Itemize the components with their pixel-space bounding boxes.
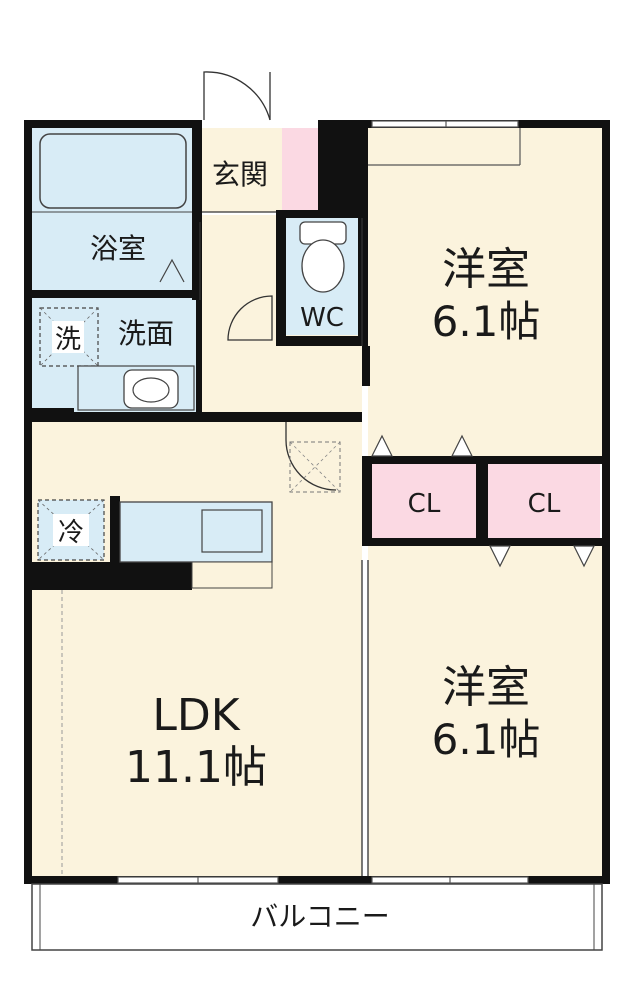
- closet-door-mark: [451, 434, 473, 457]
- storage-hatch: [289, 441, 341, 493]
- balcony-label: バルコニー: [250, 900, 389, 933]
- washer-space-label: 洗: [55, 325, 81, 355]
- kitchen-sink: [201, 509, 263, 553]
- walls: [24, 120, 610, 884]
- closet-1-floor: [372, 462, 476, 540]
- ldk-size: 11.1帖: [125, 742, 267, 793]
- closet-1-label: CL: [408, 489, 441, 519]
- doors: [199, 71, 369, 876]
- closet-2-floor: [488, 462, 600, 540]
- entrance-step: [282, 128, 318, 212]
- fixtures: [32, 133, 595, 876]
- bath-label: 浴室: [90, 232, 146, 265]
- washroom-label: 洗面: [118, 317, 174, 350]
- western-room-2-floor: [368, 546, 602, 876]
- balcony: [31, 883, 603, 951]
- ldk-floor: [32, 420, 362, 876]
- western-room-1-name: 洋室: [442, 244, 530, 295]
- labels: 浴室 玄関 WC 洗面 洗 冷 洋室 6.1帖 CL CL 洋室 6.1帖 LD…: [55, 158, 561, 933]
- entrance-label: 玄関: [212, 158, 268, 191]
- bathtub: [39, 133, 187, 209]
- fridge-space-label: 冷: [58, 518, 84, 548]
- closet-door-mark: [573, 545, 595, 568]
- closet-door-mark: [371, 434, 393, 457]
- ldk-name: LDK: [152, 690, 240, 741]
- wc-label: WC: [300, 303, 344, 333]
- ldk-door-swing: [285, 422, 337, 491]
- western-room-2-name: 洋室: [442, 662, 530, 713]
- hall-door-swing: [227, 295, 273, 341]
- window-western-room-1: [371, 120, 519, 128]
- entrance-floor: [202, 128, 282, 212]
- bath-vent: [159, 258, 185, 283]
- closet-door-mark: [489, 545, 511, 568]
- toilet-bowl: [301, 239, 345, 293]
- windows: [117, 120, 529, 884]
- closet-2-label: CL: [528, 489, 561, 519]
- western-room-1-floor: [368, 128, 602, 456]
- front-door-swing: [203, 71, 271, 121]
- western-room-2-size: 6.1帖: [432, 715, 541, 764]
- balcony-outline: [31, 883, 603, 951]
- western-room-1-size: 6.1帖: [432, 297, 541, 346]
